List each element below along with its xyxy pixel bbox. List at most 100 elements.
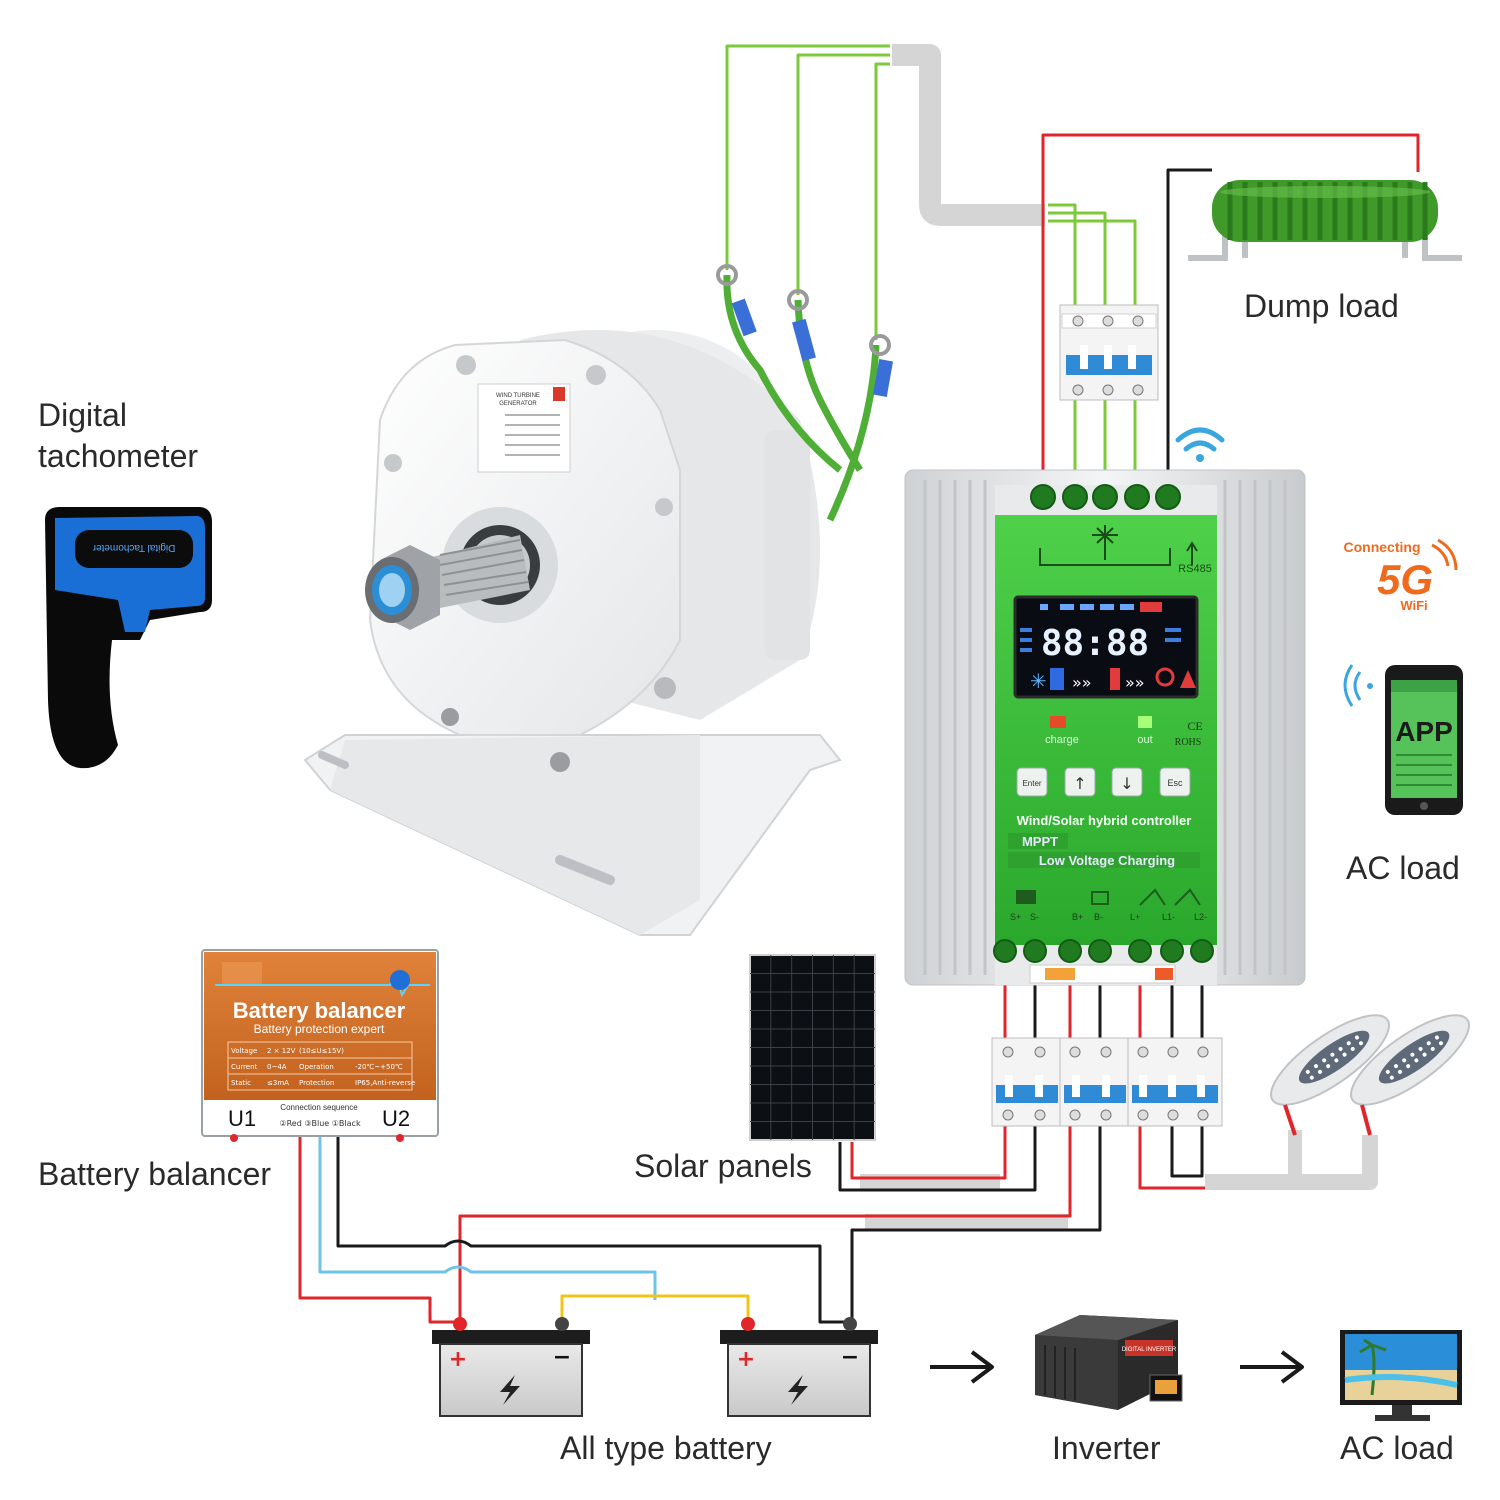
label-digital: Digital: [38, 397, 127, 433]
spec-cell: -20℃~+50℃: [355, 1063, 403, 1071]
label-all-type-battery: All type battery: [560, 1430, 772, 1466]
phase-wire-2: [796, 53, 890, 295]
balancer-wire-black: [336, 1135, 850, 1324]
balancer-wire-blue: [318, 1135, 657, 1300]
esc-button[interactable]: Esc: [1159, 767, 1191, 797]
out-label: out: [1137, 734, 1152, 746]
lcd-digits: 88:88: [1041, 623, 1149, 664]
balancer-subtitle: Battery protection expert: [254, 1022, 385, 1036]
dump-wire-black: [1166, 168, 1212, 490]
breaker-solar[interactable]: [991, 1037, 1063, 1127]
wifi-5g-badge: Connecting 5G WiFi: [1344, 538, 1458, 613]
arrow-to-ac-load: [1240, 1350, 1304, 1384]
inverter-device: DIGITAL INVERTER: [1035, 1315, 1183, 1410]
terminal-l1-minus: L1-: [1162, 912, 1175, 922]
controller-title: Wind/Solar hybrid controller: [1017, 813, 1192, 828]
terminal-s-plus: S+: [1010, 912, 1021, 922]
battery-link-yellow: [560, 1294, 750, 1322]
dump-load-resistor: [1188, 180, 1462, 261]
mppt-label: MPPT: [1022, 834, 1058, 849]
badge-5g: 5G: [1377, 556, 1433, 603]
solar-panel: [749, 954, 876, 1141]
battery-1-bolt-icon: [500, 1375, 520, 1405]
phase-wire-in-1: [1048, 203, 1077, 305]
generator-leads: [716, 264, 894, 522]
svg-text:✳: ✳: [1030, 669, 1047, 693]
battery-2-plus: +: [737, 1347, 755, 1372]
generator-cable: [892, 44, 1045, 226]
svg-text:»»: »»: [1072, 673, 1092, 692]
label-ac-load-right: AC load: [1346, 850, 1460, 886]
enter-button[interactable]: Enter: [1016, 767, 1048, 797]
battery-1-plus: +: [449, 1347, 467, 1372]
lamp-cable: [1205, 1135, 1378, 1190]
spec-cell: Static: [231, 1079, 251, 1087]
phone-app-label: APP: [1395, 716, 1453, 747]
balancer-sequence: ②Red ③Blue ①Black: [279, 1119, 361, 1128]
terminal-s-minus: S-: [1030, 912, 1039, 922]
balancer-title: Battery balancer: [233, 998, 406, 1023]
terminal-b-minus: B-: [1094, 912, 1103, 922]
up-button[interactable]: ↑: [1064, 767, 1096, 797]
label-ac-load-bottom: AC load: [1340, 1430, 1454, 1466]
phase-wire-in-2: [1048, 211, 1107, 305]
terminal-b-plus: B+: [1072, 912, 1083, 922]
hybrid-controller: RS485 88:88 ✳ »» »» charge out CE ROHS E…: [904, 469, 1306, 986]
battery-1-minus: −: [553, 1345, 571, 1370]
terminal-l-plus: L+: [1130, 912, 1140, 922]
down-button[interactable]: ↓: [1111, 767, 1143, 797]
battery-1: + −: [432, 1317, 590, 1417]
battery-2-bolt-icon: [788, 1375, 808, 1405]
battery-2: + −: [720, 1317, 878, 1417]
wifi-icon: [1175, 427, 1225, 462]
rohs-mark: ROHS: [1175, 737, 1202, 748]
balancer-connection-title: Connection sequence: [280, 1103, 358, 1112]
svg-text:»»: »»: [1125, 673, 1145, 692]
arrow-to-inverter: [930, 1350, 994, 1384]
spec-cell: Current: [231, 1063, 258, 1071]
ce-mark: CE: [1187, 719, 1202, 733]
esc-button-label: Esc: [1167, 778, 1183, 788]
badge-connecting: Connecting: [1344, 539, 1421, 555]
spec-cell: IP65,Anti-reverse: [355, 1079, 415, 1087]
tachometer-device-text: Digital Tachometer: [92, 542, 175, 553]
breaker-load[interactable]: [1127, 1037, 1223, 1127]
wind-turbine-generator: WIND TURBINE GENERATOR: [303, 330, 842, 936]
low-voltage-label: Low Voltage Charging: [1039, 853, 1175, 868]
down-button-label: ↓: [1120, 774, 1133, 793]
monitor-ac-load: [1340, 1330, 1462, 1421]
generator-plate-line2: GENERATOR: [499, 401, 537, 407]
breaker-battery[interactable]: [1059, 1037, 1131, 1127]
label-battery-balancer: Battery balancer: [38, 1156, 272, 1192]
label-solar-panels: Solar panels: [634, 1148, 812, 1184]
spec-cell: 0~4A: [267, 1063, 287, 1071]
generator-plate-line1: WIND TURBINE: [496, 393, 540, 399]
charge-label: charge: [1045, 734, 1079, 746]
up-button-label: ↑: [1073, 774, 1086, 793]
label-dump-load: Dump load: [1244, 288, 1399, 324]
phone-app: APP: [1343, 664, 1463, 815]
phase-wire-3: [874, 62, 890, 340]
top-terminals: [1030, 484, 1181, 510]
spec-cell: 2 × 12V: [267, 1047, 296, 1055]
spec-cell: Voltage: [231, 1047, 257, 1055]
bottom-terminals: [993, 939, 1214, 963]
wiring: [298, 44, 1420, 1384]
battery-balancer-device: Battery balancer Battery protection expe…: [201, 949, 439, 1142]
badge-wifi: WiFi: [1400, 598, 1427, 613]
enter-button-label: Enter: [1022, 779, 1041, 788]
breaker-wind[interactable]: [1059, 304, 1159, 401]
spec-cell: (10≤U≤15V): [299, 1047, 344, 1055]
dump-wire-red: [1041, 133, 1420, 490]
terminal-l2-minus: L2-: [1194, 912, 1207, 922]
spec-cell: ≤3mA: [267, 1079, 289, 1087]
digital-tachometer: Digital Tachometer: [45, 507, 212, 769]
balancer-u1: U1: [228, 1106, 256, 1131]
street-lamps: [1270, 1014, 1470, 1136]
balancer-wire-red: [298, 1135, 458, 1324]
inverter-brand-text: DIGITAL INVERTER: [1122, 1347, 1177, 1353]
label-inverter: Inverter: [1052, 1430, 1161, 1466]
balancer-u2: U2: [382, 1106, 410, 1131]
